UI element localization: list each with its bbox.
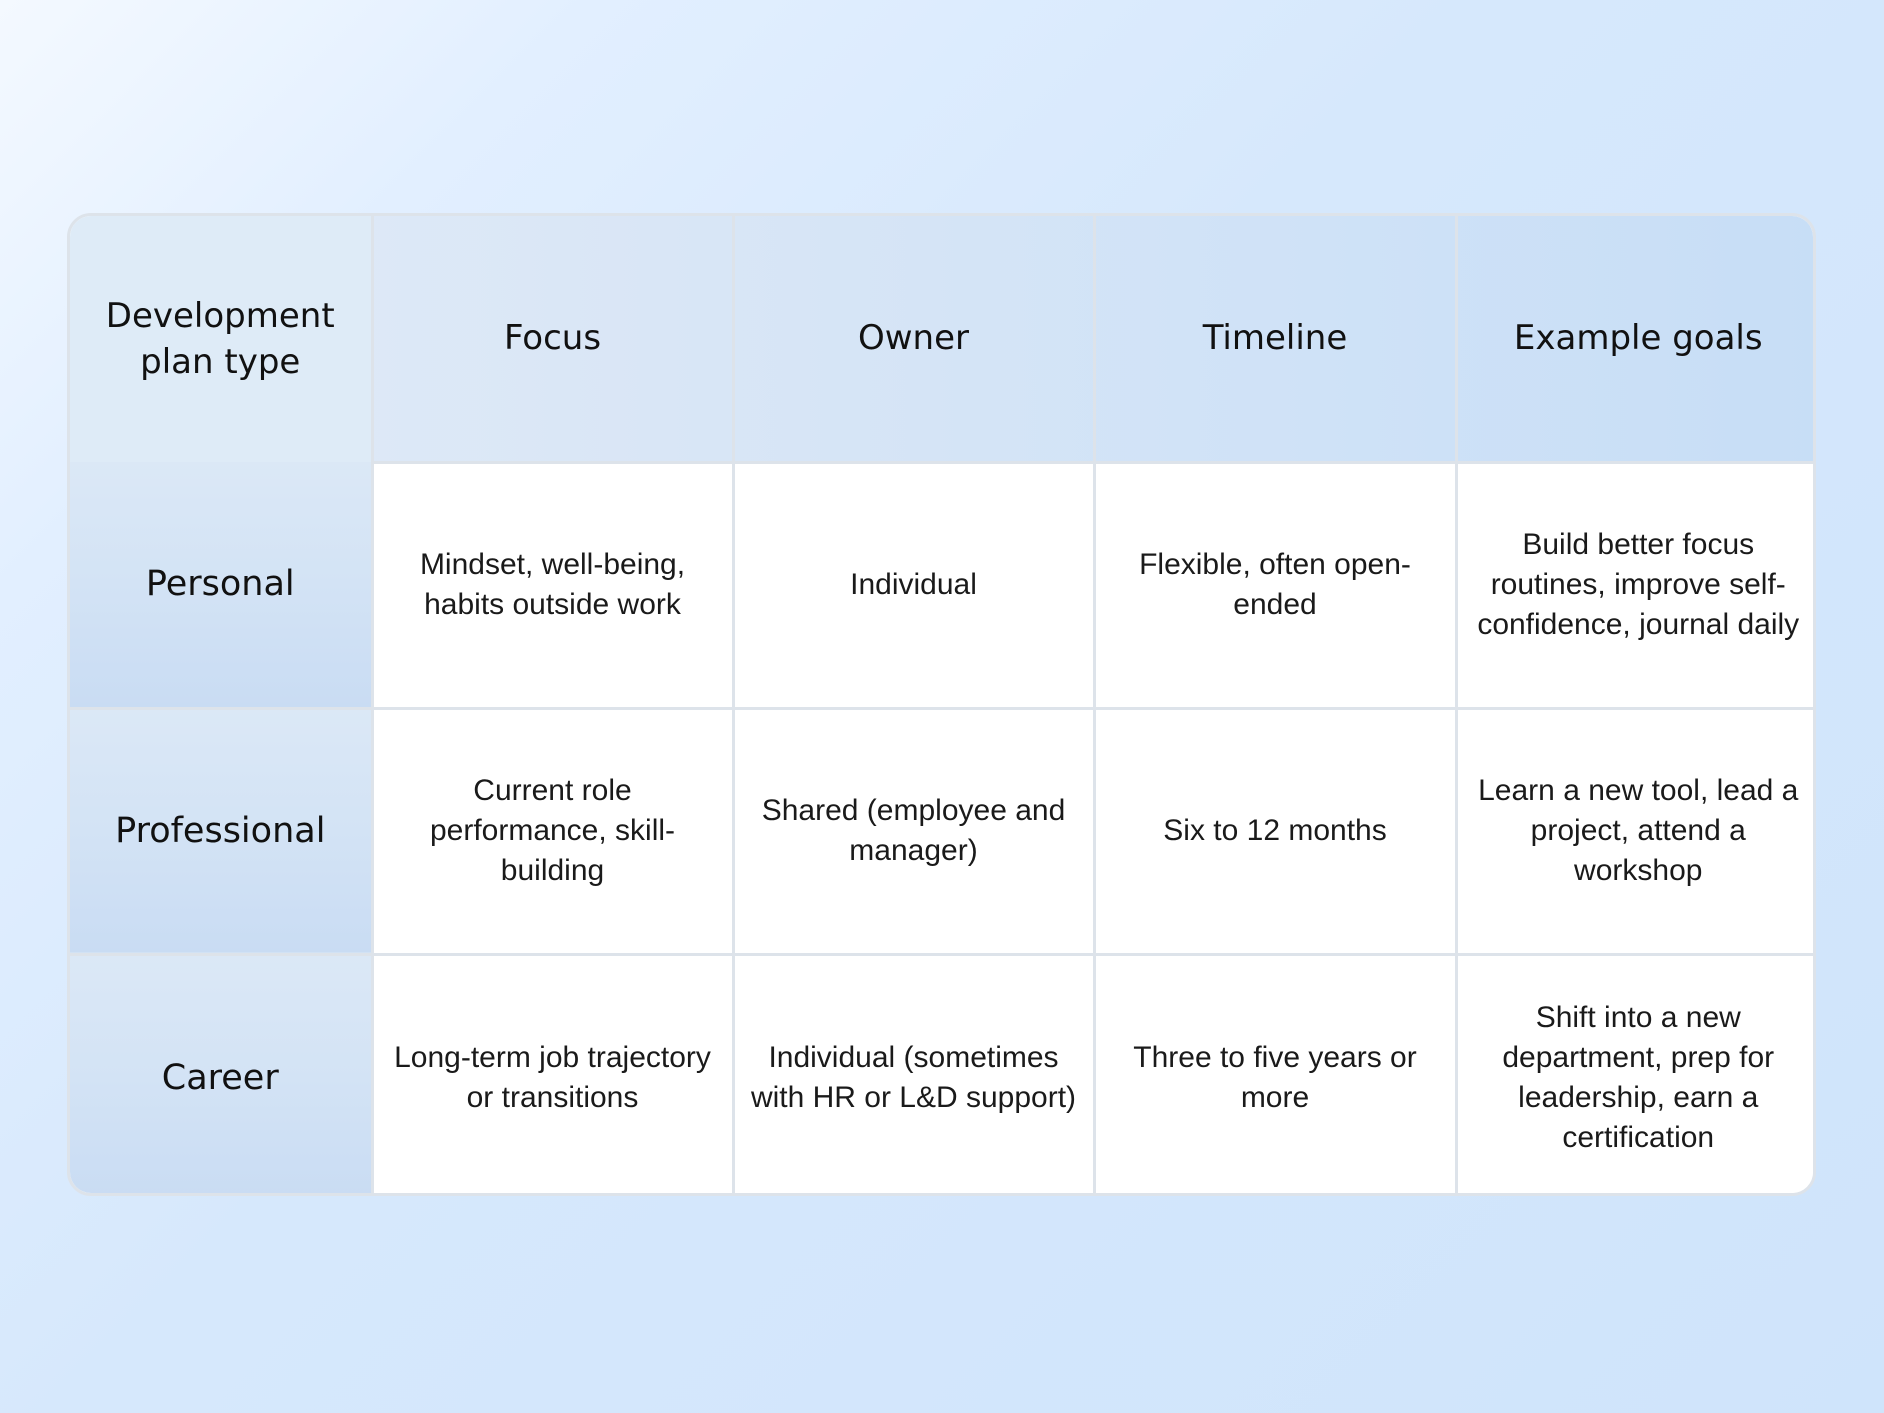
comparison-table: Development plan type Focus Owner Timeli… xyxy=(67,213,1816,1196)
cell-focus: Current role performance, skill-building xyxy=(370,706,735,956)
table-row: Professional Current role performance, s… xyxy=(70,706,1813,956)
cell-owner: Shared (employee and manager) xyxy=(731,706,1096,956)
row-label-career: Career xyxy=(70,952,374,1193)
development-plan-table: Development plan type Focus Owner Timeli… xyxy=(70,216,1813,1193)
row-label-personal: Personal xyxy=(70,462,374,710)
cell-owner: Individual (sometimes with HR or L&D sup… xyxy=(731,952,1096,1193)
cell-timeline: Six to 12 months xyxy=(1092,706,1458,956)
header-focus: Focus xyxy=(370,216,735,462)
cell-example-goals: Learn a new tool, lead a project, attend… xyxy=(1454,706,1813,956)
row-label-professional: Professional xyxy=(70,706,374,956)
header-plan-type: Development plan type xyxy=(70,216,374,462)
header-example-goals: Example goals xyxy=(1454,216,1813,462)
cell-example-goals: Shift into a new department, prep for le… xyxy=(1454,952,1813,1193)
table-row: Career Long-term job trajectory or trans… xyxy=(70,952,1813,1193)
cell-owner: Individual xyxy=(731,460,1096,710)
cell-timeline: Flexible, often open-ended xyxy=(1092,460,1458,710)
cell-timeline: Three to five years or more xyxy=(1092,952,1458,1193)
cell-focus: Long-term job trajectory or transitions xyxy=(370,952,735,1193)
header-owner: Owner xyxy=(731,216,1096,462)
cell-focus: Mindset, well-being, habits outside work xyxy=(370,460,735,710)
cell-example-goals: Build better focus routines, improve sel… xyxy=(1454,460,1813,710)
header-timeline: Timeline xyxy=(1092,216,1458,462)
table-row: Personal Mindset, well-being, habits out… xyxy=(70,460,1813,710)
header-row: Development plan type Focus Owner Timeli… xyxy=(70,216,1813,462)
